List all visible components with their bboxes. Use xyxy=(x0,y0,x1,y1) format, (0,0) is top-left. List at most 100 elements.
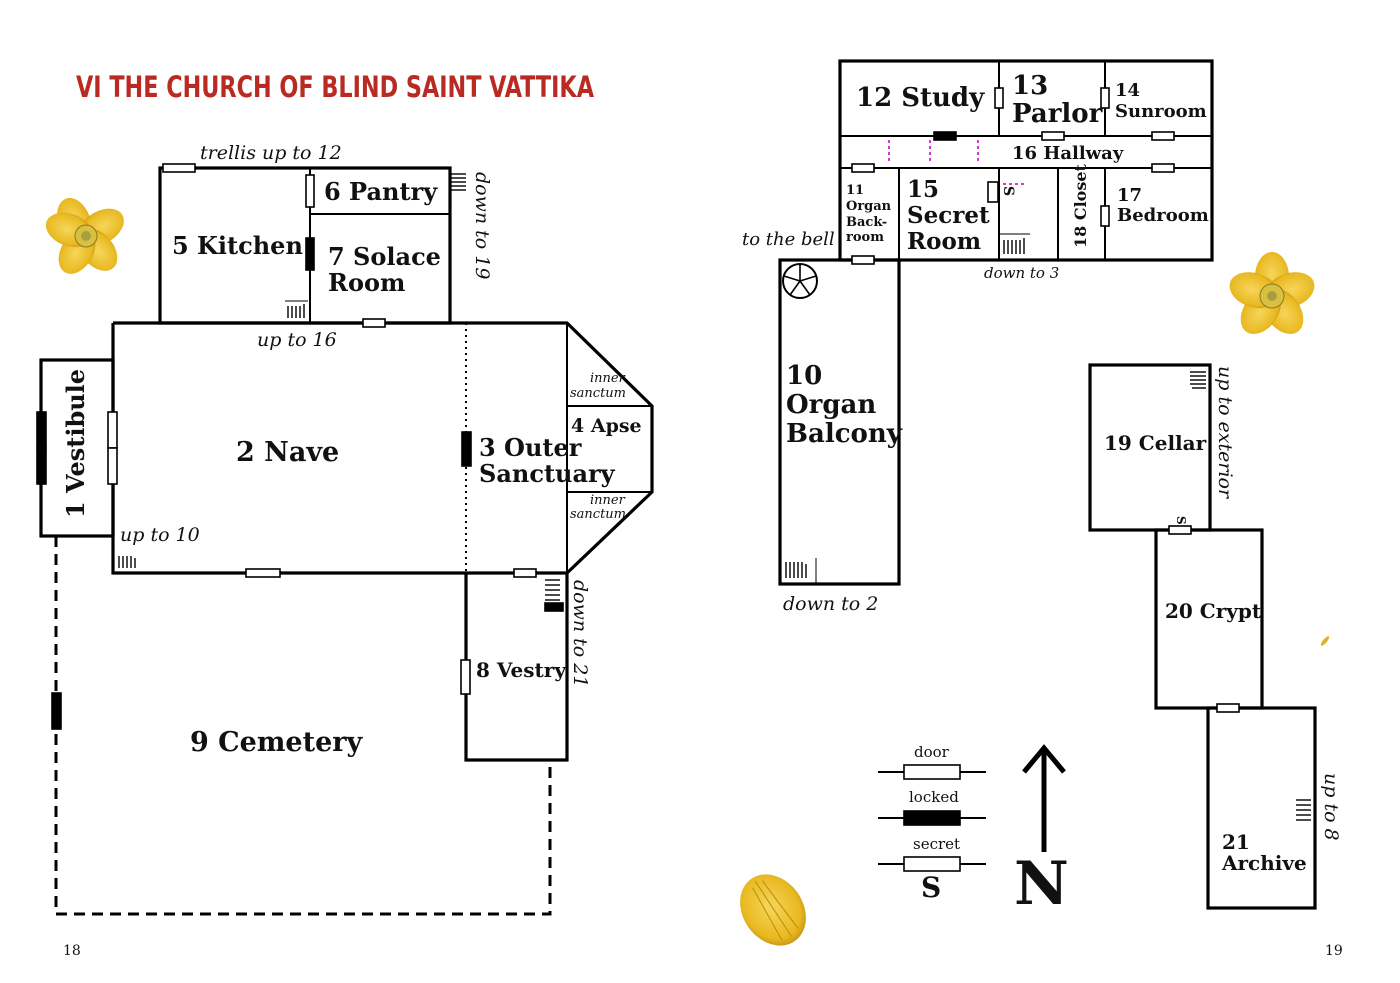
note-up-to-exterior: up to exterior xyxy=(1214,366,1236,500)
stairs-up-to-10 xyxy=(118,556,136,568)
room-label-study: 12 Study xyxy=(856,83,985,113)
room-label-cemetery: 9 Cemetery xyxy=(190,727,363,758)
note-up-to-10: up to 10 xyxy=(120,524,200,546)
note-up-to-16: up to 16 xyxy=(257,329,337,351)
note-inner-sanctum-1a: inner xyxy=(590,371,626,386)
cellar-level-doors xyxy=(1168,525,1240,713)
door xyxy=(460,659,471,695)
room-label-organ-backroom-4: room xyxy=(846,230,884,245)
door xyxy=(1041,131,1065,141)
room-label-cellar: 19 Cellar xyxy=(1104,431,1207,455)
stairs-up-to-16 xyxy=(285,300,308,318)
room-label-apse: 4 Apse xyxy=(571,415,642,437)
door xyxy=(851,255,875,265)
stairs-down-to-19 xyxy=(450,173,466,191)
room-label-sunroom-2: Sunroom xyxy=(1115,101,1207,122)
legend-secret-label: secret xyxy=(913,835,960,853)
door xyxy=(1216,703,1240,713)
room-label-solace-1: 7 Solace xyxy=(328,242,441,271)
secret-door xyxy=(987,181,999,203)
door xyxy=(1168,525,1192,535)
note-up-to-8: up to 8 xyxy=(1320,773,1342,841)
room-label-archive-2: Archive xyxy=(1221,851,1307,875)
door xyxy=(107,411,118,449)
ground-floor-doors xyxy=(36,163,537,730)
north-arrow-icon: N xyxy=(1014,744,1069,919)
door xyxy=(162,163,196,173)
north-label: N xyxy=(1014,849,1069,919)
stairs-down-to-2 xyxy=(785,558,817,584)
petal-icon xyxy=(740,874,806,946)
locked-door xyxy=(36,447,47,485)
door xyxy=(1100,87,1110,109)
door xyxy=(245,568,281,578)
room-label-organ-balcony-3: Balcony xyxy=(786,419,903,449)
room-label-organ-backroom-1: 11 xyxy=(846,183,864,198)
room-label-parlor-2: Parlor xyxy=(1012,99,1103,129)
room-label-organ-balcony-2: Organ xyxy=(786,390,876,420)
room-label-nave: 2 Nave xyxy=(236,437,339,468)
door xyxy=(1100,205,1110,227)
door xyxy=(1151,131,1175,141)
note-down-to-21: down to 21 xyxy=(569,580,591,687)
flower-icon xyxy=(1229,252,1315,334)
note-to-the-bell: to the bell xyxy=(742,229,835,250)
note-trellis: trellis up to 12 xyxy=(200,142,342,164)
note-down-to-2: down to 2 xyxy=(783,593,878,615)
room-label-vestry: 8 Vestry xyxy=(476,658,567,682)
flower-icon xyxy=(45,197,124,274)
petal-fragment-icon xyxy=(1320,636,1330,646)
room-label-organ-balcony-1: 10 xyxy=(786,361,822,391)
legend-locked-label: locked xyxy=(909,788,959,806)
room-label-pantry: 6 Pantry xyxy=(324,177,438,206)
page-number-right: 19 xyxy=(1325,943,1343,959)
secret-door-mark: S xyxy=(1000,186,1016,196)
room-label-kitchen: 5 Kitchen xyxy=(172,231,303,260)
secret-door-mark: S xyxy=(1174,516,1188,525)
note-inner-sanctum-2a: inner xyxy=(590,493,626,508)
bell-wheel-icon xyxy=(782,263,818,299)
door xyxy=(305,174,315,208)
page-title: VI THE CHURCH OF BLIND SAINT VATTIKA xyxy=(76,70,595,104)
stairs-up-to-8 xyxy=(1296,799,1311,821)
door xyxy=(1151,163,1175,173)
upper-floor-doors xyxy=(851,87,1175,265)
room-label-archive-1: 21 xyxy=(1222,830,1250,854)
door xyxy=(994,87,1004,109)
door xyxy=(107,447,118,485)
room-label-outer-sanctuary-1: 3 Outer xyxy=(479,433,582,462)
note-down-to-3: down to 3 xyxy=(984,264,1059,282)
room-label-organ-backroom-3: Back- xyxy=(846,215,887,230)
stairs-down-to-21 xyxy=(544,579,564,612)
room-label-secret-room-3: Room xyxy=(907,228,981,255)
stairs-down-to-3 xyxy=(1000,233,1030,254)
room-label-closet: 18 Closet xyxy=(1071,163,1090,248)
room-label-secret-room-2: Secret xyxy=(907,202,990,229)
locked-door xyxy=(36,411,47,449)
room-label-bedroom-1: 17 xyxy=(1117,185,1142,206)
room-label-hallway: 16 Hallway xyxy=(1012,143,1124,164)
note-inner-sanctum-2b: sanctum xyxy=(570,507,626,522)
room-label-organ-backroom-2: Organ xyxy=(846,199,892,214)
room-label-bedroom-2: Bedroom xyxy=(1117,205,1209,226)
locked-door xyxy=(461,431,472,467)
legend-door-label: door xyxy=(914,743,950,761)
map-legend: door locked secret S xyxy=(878,743,986,904)
legend-secret-symbol: S xyxy=(921,871,941,904)
room-label-crypt: 20 Crypt xyxy=(1165,599,1262,623)
room-label-parlor-1: 13 xyxy=(1012,71,1048,101)
page-number-left: 18 xyxy=(63,943,81,959)
stairs-up-to-exterior xyxy=(1190,371,1206,389)
room-label-secret-room-1: 15 xyxy=(907,176,939,203)
door xyxy=(851,163,875,173)
room-label-solace-2: Room xyxy=(328,268,405,297)
note-down-to-19: down to 19 xyxy=(471,172,493,279)
door xyxy=(362,318,386,328)
cellar-level-walls xyxy=(1088,363,1317,910)
locked-door xyxy=(933,131,957,141)
door xyxy=(513,568,537,578)
upper-floor-walls xyxy=(778,59,1214,586)
room-label-vestibule: 1 Vestibule xyxy=(61,369,90,518)
locked-door xyxy=(51,692,62,730)
